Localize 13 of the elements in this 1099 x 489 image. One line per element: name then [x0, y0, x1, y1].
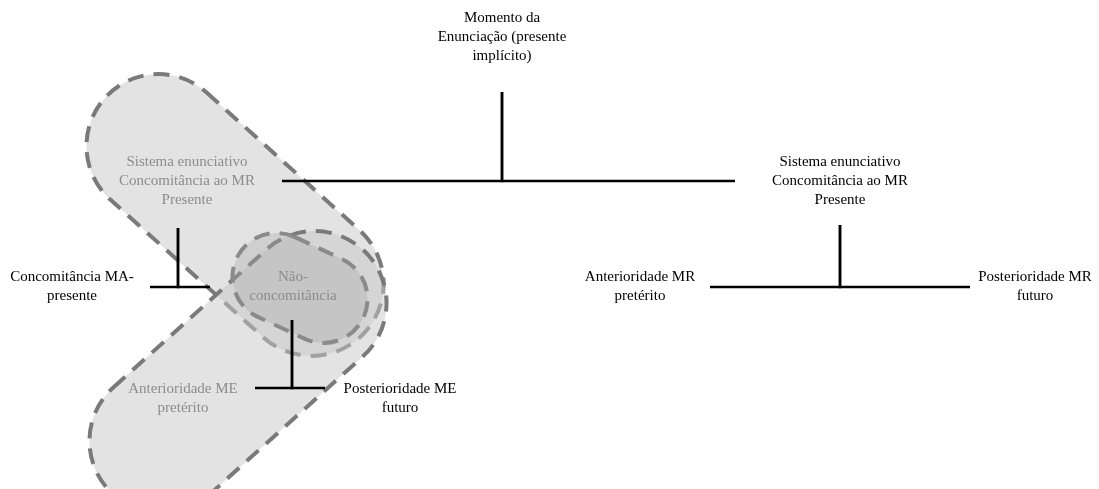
- node-label: Momento da Enunciação (presente implícito): [436, 7, 568, 65]
- node-label: Posterioridade MR futuro: [977, 267, 1093, 305]
- node-label: Concomitância MA-presente: [9, 267, 135, 305]
- node-label: Anterioridade MR pretérito: [583, 267, 697, 305]
- tree-line: [290, 320, 325, 390]
- tree-line: [838, 225, 970, 289]
- tree-line: [500, 92, 735, 183]
- node-label: Posterioridade ME futuro: [342, 379, 458, 417]
- tree-line: [176, 228, 210, 289]
- node-label: Sistema enunciativo Concomitância ao MR Presente: [771, 151, 909, 209]
- node-label: Não-concomitância: [248, 267, 338, 305]
- node-label: Anterioridade ME pretérito: [127, 379, 239, 417]
- node-label: Sistema enunciativo Concomitância ao MR Presente: [118, 151, 256, 209]
